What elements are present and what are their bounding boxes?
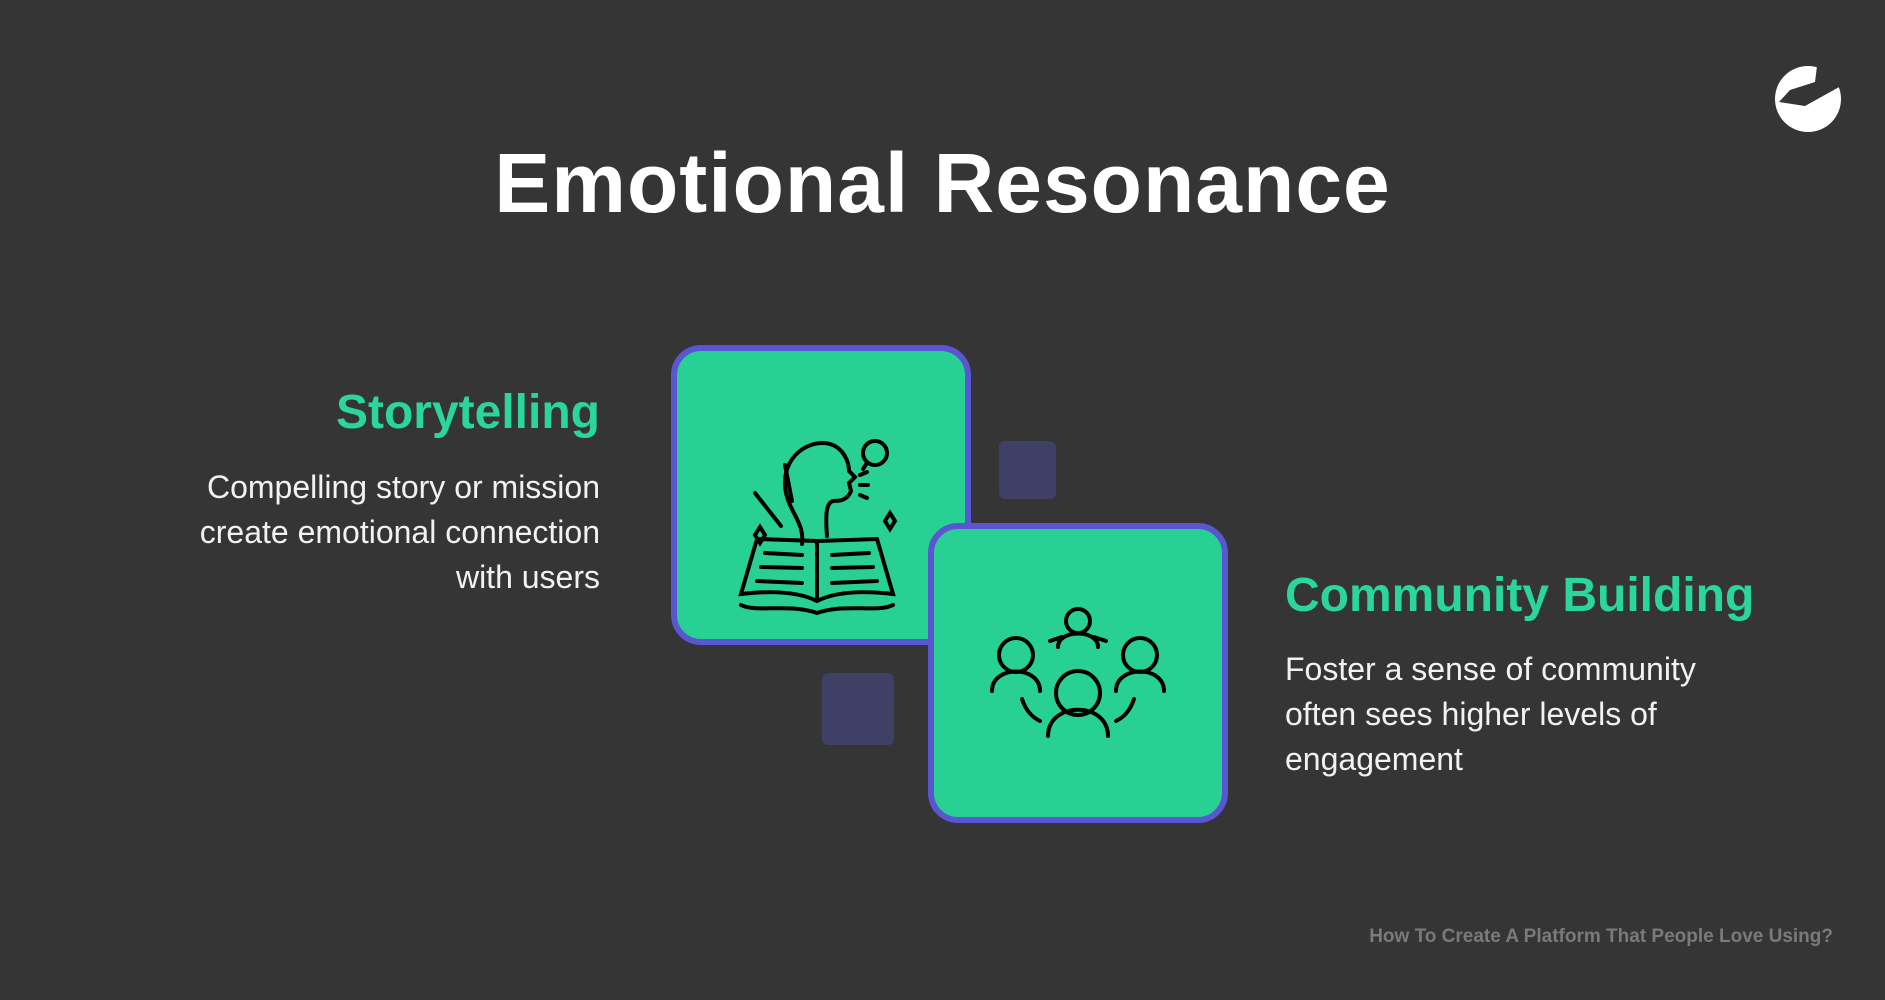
brand-logo-icon [1775,66,1841,132]
storytelling-heading: Storytelling [335,386,600,439]
description-line: Foster a sense of community [1285,651,1696,687]
storytelling-description: Compelling story or mission create emoti… [200,465,600,600]
footer-caption: How To Create A Platform That People Lov… [1369,926,1833,947]
description-line: often sees higher levels of [1285,696,1657,732]
community-building-description: Foster a sense of community often sees h… [1285,647,1696,782]
description-line: with users [455,559,600,595]
community-building-card [928,523,1228,823]
decorative-square [999,441,1056,499]
description-line: create emotional connection [199,514,600,550]
storytelling-card [671,345,971,645]
page-title: Emotional Resonance [494,136,1391,230]
decorative-square [822,673,894,745]
community-people-icon [990,607,1166,738]
description-line: Compelling story or mission [206,469,600,505]
community-building-heading: Community Building [1285,569,1755,622]
storytelling-book-icon [738,439,898,616]
description-line: engagement [1285,741,1463,777]
